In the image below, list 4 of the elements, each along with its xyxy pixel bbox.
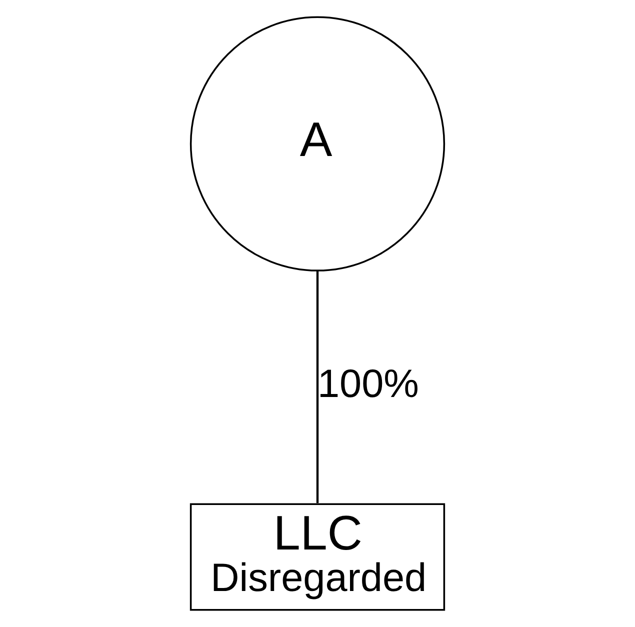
connector	[316, 270, 319, 504]
node-circle: A	[190, 16, 446, 272]
node-box: LLC Disregarded	[190, 503, 446, 611]
edge-label: 100%	[318, 362, 419, 406]
